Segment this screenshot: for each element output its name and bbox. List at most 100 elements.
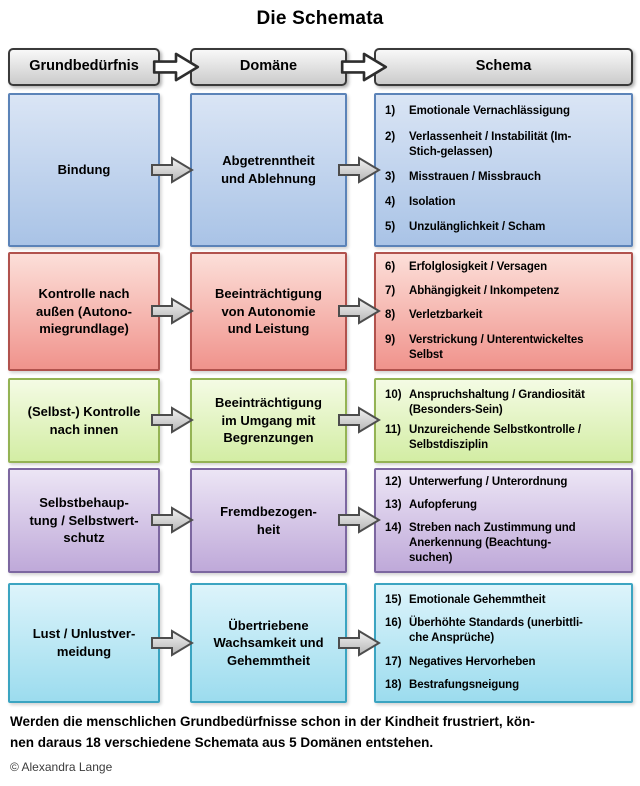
need-label: Bindung — [57, 162, 111, 178]
domain-label: Beeinträchtigung von Autonomie und Leist… — [215, 286, 322, 337]
schema-item-number: 13) — [385, 498, 402, 511]
domain-box-wachsamkeit: Übertriebene Wachsamkeit und Gehemmtheit — [190, 583, 347, 703]
arrow-right-icon — [150, 505, 194, 535]
schema-item: 11) Unzureichende Selbstkontrolle / Selbs… — [385, 423, 627, 453]
domain-box-fremdbezogenheit: Fremdbezogen- heit — [190, 468, 347, 573]
schema-item-number: 12) — [385, 475, 402, 488]
schema-item-number: 18) — [385, 678, 402, 691]
domain-label: Fremdbezogen- heit — [220, 503, 317, 537]
schema-item: 13) Aufopferung — [385, 498, 627, 513]
schema-item-number: 8) — [385, 309, 396, 322]
schema-item: 14) Streben nach Zustimmung und Anerkennu… — [385, 521, 627, 567]
schema-item-number: 3) — [385, 171, 396, 183]
schema-item-text: Erfolglosigkeit / Versagen — [409, 261, 548, 274]
arrow-right-icon — [337, 505, 381, 535]
need-box-selbstbehauptung: Selbstbehaup- tung / Selbstwert- schutz — [8, 468, 160, 573]
need-box-lust-unlust: Lust / Unlustver- meidung — [8, 583, 160, 703]
schema-item-number: 5) — [385, 221, 396, 234]
header-label-domaene: Domäne — [239, 58, 298, 75]
schema-item-text: Emotionale Vernachlässigung — [409, 105, 570, 118]
schema-item-number: 14) — [385, 521, 402, 534]
schema-item-text: Unterwerfung / Unterordnung — [409, 475, 568, 488]
schema-box-row4: 12) Unterwerfung / Unterordnung 13) Aufopf… — [374, 468, 633, 573]
schema-item: 2) Verlassenheit / Instabilität (Im- Stic… — [385, 130, 627, 160]
schema-item-text: Misstrauen / Missbrauch — [409, 171, 541, 183]
schema-item-text: Überhöhte Standards (unerbittli- che Ans… — [409, 617, 583, 645]
schema-box-row1: 1) Emotionale Vernachlässigung 2) Verlasse… — [374, 93, 633, 247]
schema-item-number: 16) — [385, 617, 402, 630]
arrow-right-icon — [150, 405, 194, 435]
need-label: Lust / Unlustver- meidung — [32, 626, 136, 659]
schema-item-text: Bestrafungsneigung — [409, 678, 520, 691]
schema-item-text: Abhängigkeit / Inkompetenz — [409, 285, 560, 298]
schema-item: 17) Negatives Hervorheben — [385, 655, 627, 670]
schema-item-text: Verlassenheit / Instabilität (Im- Stich-… — [409, 130, 572, 158]
need-box-bindung: Bindung — [8, 93, 160, 247]
schema-item: 4) Isolation — [385, 195, 627, 210]
schema-item-number: 11) — [385, 424, 401, 436]
schema-item-number: 4) — [385, 196, 396, 209]
need-label: (Selbst-) Kontrolle nach innen — [27, 403, 141, 437]
schema-item-number: 2) — [385, 130, 396, 143]
schema-item-number: 10) — [385, 388, 402, 401]
header-label-schema: Schema — [475, 58, 532, 75]
arrow-right-icon — [337, 628, 381, 658]
domain-label: Beeinträchtigung im Umgang mit Begrenzun… — [215, 395, 322, 446]
arrow-right-icon — [150, 628, 194, 658]
schema-item-text: Isolation — [409, 196, 456, 209]
header-box-domaene: Domäne — [190, 48, 347, 86]
arrow-right-icon — [337, 296, 381, 326]
schema-item-text: Unzureichende Selbstkontrolle / Selbstdi… — [409, 424, 581, 452]
schema-item: 12) Unterwerfung / Unterordnung — [385, 475, 627, 490]
schema-item-number: 17) — [385, 655, 402, 668]
schema-item: 3) Misstrauen / Missbrauch — [385, 170, 627, 185]
schema-item-number: 9) — [385, 333, 396, 346]
arrow-right-icon — [150, 155, 194, 185]
arrow-right-icon — [337, 405, 381, 435]
schema-box-row3: 10) Anspruchshaltung / Grandiosität (Beso… — [374, 378, 633, 463]
schema-box-row5: 15) Emotionale Gehemmtheit 16) Überhöhte S… — [374, 583, 633, 703]
need-label: Selbstbehaup- tung / Selbstwert- schutz — [29, 495, 139, 546]
schema-item: 18) Bestrafungsneigung — [385, 678, 627, 693]
schema-item-number: 7) — [385, 285, 396, 298]
domain-box-abgetrenntheit: Abgetrenntheit und Ablehnung — [190, 93, 347, 247]
schema-box-row2: 6) Erfolglosigkeit / Versagen 7) Abhängigk… — [374, 252, 633, 371]
domain-box-autonomie-leistung: Beeinträchtigung von Autonomie und Leist… — [190, 252, 347, 371]
page-title: Die Schemata — [256, 8, 384, 29]
schema-item: 7) Abhängigkeit / Inkompetenz — [385, 284, 627, 299]
header-box-schema: Schema — [374, 48, 633, 86]
schema-item: 6) Erfolglosigkeit / Versagen — [385, 260, 627, 275]
schema-item-text: Verstrickung / Unterentwickeltes Selbst — [409, 333, 584, 361]
schema-item-text: Anspruchshaltung / Grandiosität (Besonde… — [409, 388, 585, 416]
schema-item: 5) Unzulänglichkeit / Scham — [385, 220, 627, 235]
schema-item-text: Streben nach Zustimmung und Anerkennung … — [409, 521, 576, 565]
schema-item: 1) Emotionale Vernachlässigung — [385, 104, 627, 119]
arrow-right-icon — [150, 296, 194, 326]
schema-item: 10) Anspruchshaltung / Grandiosität (Beso… — [385, 388, 627, 418]
arrow-right-icon — [152, 50, 200, 84]
copyright-credit: © Alexandra Lange — [10, 760, 113, 774]
schema-item-number: 1) — [385, 105, 396, 118]
arrow-right-icon — [340, 50, 388, 84]
need-box-kontrolle-innen: (Selbst-) Kontrolle nach innen — [8, 378, 160, 463]
schema-item-number: 6) — [385, 261, 396, 274]
arrow-right-icon — [337, 155, 381, 185]
schema-item-text: Negatives Hervorheben — [409, 655, 536, 668]
schema-item: 8) Verletzbarkeit — [385, 308, 627, 323]
schema-item-text: Unzulänglichkeit / Scham — [409, 221, 546, 234]
footer-note: Werden die menschlichen Grundbedürfnisse… — [10, 714, 535, 750]
domain-label: Übertriebene Wachsamkeit und Gehemmtheit — [213, 617, 324, 668]
header-label-grundbeduerfnis: Grundbedürfnis — [29, 58, 139, 75]
schema-item-number: 15) — [385, 594, 402, 607]
need-box-kontrolle-aussen: Kontrolle nach außen (Autono- miegrundla… — [8, 252, 160, 371]
schema-item-text: Verletzbarkeit — [409, 309, 483, 322]
schema-item: 16) Überhöhte Standards (unerbittli- che … — [385, 616, 627, 646]
schema-item: 15) Emotionale Gehemmtheit — [385, 593, 627, 608]
schema-item-text: Aufopferung — [409, 498, 477, 511]
header-box-grundbeduerfnis: Grundbedürfnis — [8, 48, 160, 86]
schema-item-text: Emotionale Gehemmtheit — [409, 594, 546, 607]
schema-item: 9) Verstrickung / Unterentwickeltes Selbs… — [385, 333, 627, 363]
need-label: Kontrolle nach außen (Autono- miegrundla… — [35, 286, 133, 337]
domain-box-begrenzungen: Beeinträchtigung im Umgang mit Begrenzun… — [190, 378, 347, 463]
